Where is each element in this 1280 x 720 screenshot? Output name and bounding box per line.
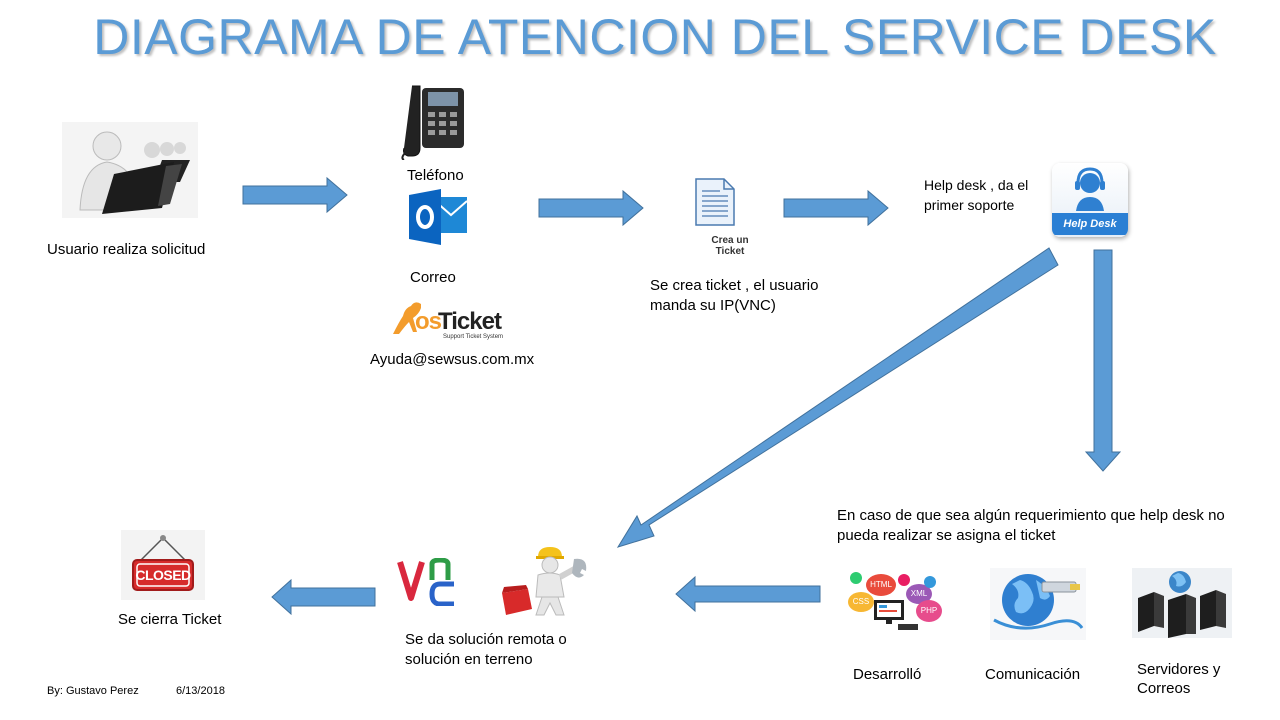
vnc-logo-icon: [397, 558, 454, 606]
arrow-helpdesk-to-solucion: [616, 247, 1059, 548]
label-correo: Correo: [410, 269, 456, 286]
label-email: Ayuda@sewsus.com.mx: [370, 351, 535, 368]
ticket-icon-caption: Crea un Ticket: [711, 235, 749, 257]
helpdesk-icon: Help Desk: [1052, 163, 1128, 237]
label-solucion: Se da solución remota o solución en terr…: [405, 631, 567, 668]
label-comunicacion: Comunicación: [985, 666, 1081, 683]
html-tag: HTML: [866, 574, 896, 596]
osticket-logo: os Ticket Support Ticket System: [391, 298, 504, 342]
development-icon: HTML CSS XML PHP: [846, 570, 946, 634]
arrow-helpdesk-down: [1084, 249, 1122, 472]
label-servidores: Servidores y Correos: [1137, 661, 1221, 697]
label-helpdesk: Help desk , da el primer soporte: [924, 177, 1029, 213]
closed-sign-icon: CLOSED: [121, 530, 205, 600]
monitor-keyboard-icon: [874, 600, 918, 630]
arrow-areas-to-solucion: [675, 575, 821, 613]
globe-network-icon: [990, 568, 1086, 640]
ticket-document-icon: [695, 178, 735, 226]
servers-icon: [1132, 568, 1232, 638]
osticket-os-text: os: [415, 308, 442, 335]
label-telefono: Teléfono: [407, 167, 464, 184]
osticket-ticket-text: Ticket: [438, 308, 502, 335]
page-title: DIAGRAMA DE ATENCION DEL SERVICE DESK: [93, 9, 1217, 65]
label-requerimiento: En caso de que sea algún requerimiento q…: [837, 507, 1225, 544]
arrow-solucion-to-cierre: [271, 578, 376, 616]
footer-author: By: Gustavo Perez: [47, 685, 139, 697]
kangaroo-icon: [393, 302, 421, 334]
label-desarrollo: Desarrolló: [853, 666, 922, 683]
sign-hanger: [132, 535, 194, 591]
arrow-ticket-to-helpdesk: [783, 189, 889, 227]
closed-text: CLOSED: [135, 567, 191, 583]
footer-date: 6/13/2018: [176, 685, 225, 697]
dev-dot-green: [850, 572, 862, 584]
xml-tag: XML: [906, 584, 932, 604]
technician-toolbox-icon: [502, 547, 587, 616]
label-ticket: Se crea ticket , el usuario manda su IP(…: [650, 277, 819, 314]
arrow-usuario-to-canales: [242, 176, 348, 214]
headset-agent-icon: [1075, 167, 1105, 211]
users-computer-icon: [62, 122, 198, 218]
label-usuario: Usuario realiza solicitud: [47, 241, 206, 258]
outlook-icon: [409, 189, 468, 245]
osticket-tagline: Support Ticket System: [443, 334, 504, 340]
css-tag: CSS: [848, 592, 874, 612]
php-tag: PHP: [916, 600, 942, 622]
arrow-canales-to-ticket: [538, 189, 644, 227]
dev-dot-pink: [898, 574, 910, 586]
helpdesk-badge: Help Desk: [1052, 213, 1128, 235]
phone-icon: [401, 85, 464, 160]
dev-dot-blue: [924, 576, 936, 588]
label-cierra: Se cierra Ticket: [118, 611, 222, 628]
